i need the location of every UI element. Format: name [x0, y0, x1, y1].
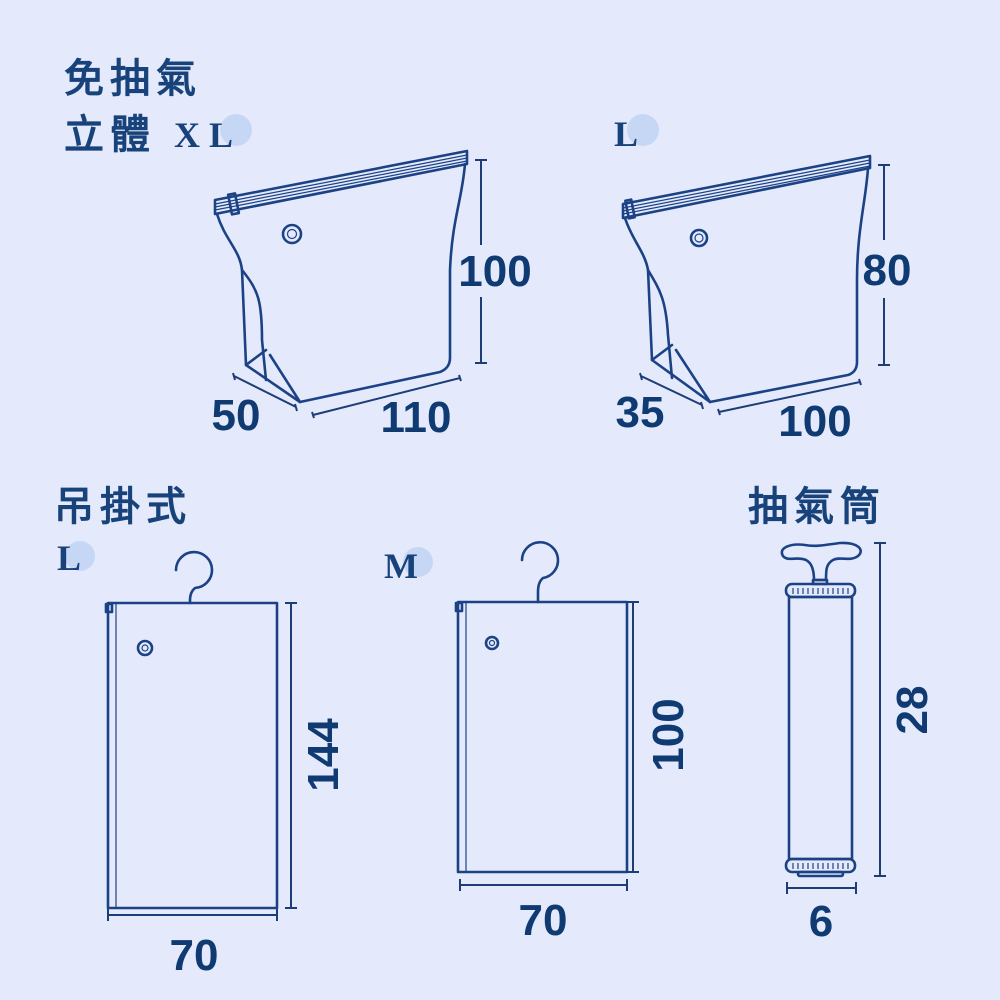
height-dimension-line	[285, 602, 297, 909]
width-dimension-line	[786, 882, 857, 894]
size-dot	[403, 547, 433, 577]
size-dot	[220, 114, 252, 146]
width-dimension-line	[311, 374, 462, 419]
standing-bag-l-drawing	[621, 154, 872, 404]
size-dot	[65, 541, 95, 571]
height-dimension-line	[475, 159, 487, 364]
pump-drawing	[780, 541, 862, 878]
height-dimension-line	[874, 542, 886, 877]
standing-l-width: 100	[778, 397, 851, 446]
hanging-bag-m-drawing	[454, 540, 629, 874]
width-dimension-line	[459, 879, 628, 891]
title-hanging: 吊掛式	[54, 483, 192, 530]
title-standing-line1: 免抽氣	[64, 55, 202, 102]
width-dimension-line	[717, 378, 862, 416]
standing-xl-depth: 50	[212, 391, 261, 440]
pump-height: 28	[888, 686, 937, 735]
hanging-m-width: 70	[519, 896, 568, 945]
pump-width: 6	[809, 897, 833, 946]
size-label-hanging-m: M	[384, 546, 418, 586]
title-standing-line2: 立體	[64, 111, 156, 158]
size-dot	[627, 114, 659, 146]
depth-dimension-line	[232, 372, 298, 412]
depth-dimension-line	[639, 372, 704, 410]
hanging-m-height: 100	[644, 698, 693, 771]
standing-xl-width: 110	[381, 393, 452, 442]
standing-xl-height: 100	[458, 247, 531, 296]
size-label-l: L	[614, 114, 638, 154]
size-label-xl: X L	[174, 115, 233, 155]
hanging-l-height: 144	[299, 718, 348, 792]
standing-bag-xl-drawing	[213, 149, 469, 404]
size-label-hanging-l: L	[57, 538, 81, 578]
title-pump: 抽氣筒	[748, 483, 886, 530]
width-dimension-line	[107, 909, 278, 921]
standing-l-height: 80	[863, 246, 912, 295]
height-dimension-line	[627, 601, 639, 873]
hanging-bag-l-drawing	[104, 550, 279, 910]
standing-l-depth: 35	[616, 388, 665, 437]
hanging-l-width: 70	[170, 931, 219, 980]
height-dimension-line	[878, 164, 890, 366]
